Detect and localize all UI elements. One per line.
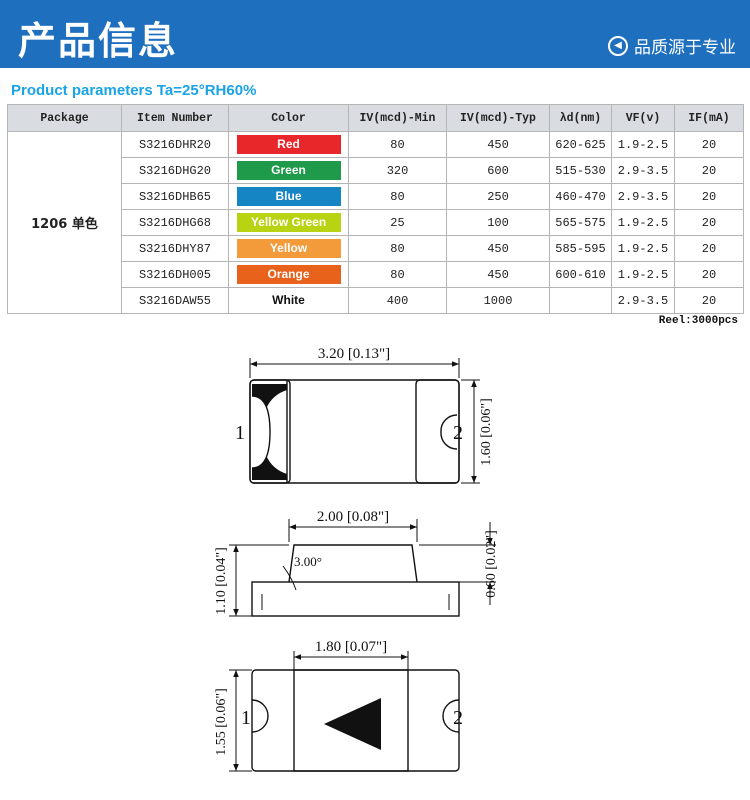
iv-min-cell: 25 xyxy=(348,209,447,236)
color-swatch: Yellow Green xyxy=(236,213,341,232)
color-cell: Yellow Green xyxy=(228,209,349,236)
color-cell: Red xyxy=(228,131,349,158)
spec-table: Package Item Number Color IV(mcd)-Min IV… xyxy=(7,104,744,314)
side-top-width-label: 2.00 [0.08"] xyxy=(317,509,389,525)
item-number-cell: S3216DHB65 xyxy=(121,183,229,210)
iv-typ-cell: 250 xyxy=(446,183,550,210)
if-cell: 20 xyxy=(674,235,744,262)
page-title: 产品信息 xyxy=(18,19,179,63)
polarity-triangle-icon xyxy=(324,698,381,750)
color-swatch: Red xyxy=(236,135,341,154)
col-header-package: Package xyxy=(7,104,122,132)
wavelength-cell: 600-610 xyxy=(549,261,612,288)
top-height-label: 1.60 [0.06"] xyxy=(479,398,494,466)
if-cell: 20 xyxy=(674,183,744,210)
vf-cell: 2.9-3.5 xyxy=(611,183,675,210)
top-pin1-label: 1 xyxy=(235,422,245,444)
color-cell: Green xyxy=(228,157,349,184)
wavelength-cell: 620-625 xyxy=(549,131,612,158)
col-header-wavelength: λd(nm) xyxy=(549,104,612,132)
color-cell: Orange xyxy=(228,261,349,288)
iv-min-cell: 80 xyxy=(348,131,447,158)
wavelength-cell: 585-595 xyxy=(549,235,612,262)
iv-min-cell: 80 xyxy=(348,261,447,288)
vf-cell: 2.9-3.5 xyxy=(611,287,675,314)
top-pin2-label: 2 xyxy=(453,422,463,444)
if-cell: 20 xyxy=(674,287,744,314)
side-view xyxy=(229,519,496,617)
chevron-left-circle-icon: ◀ xyxy=(608,35,628,56)
header-banner: 产品信息 ◀ 品质源于专业 xyxy=(0,0,750,68)
top-view xyxy=(249,358,480,484)
vf-cell: 1.9-2.5 xyxy=(611,209,675,236)
side-body-height-label: 0.60 [0.02"] xyxy=(484,530,499,598)
params-heading: Product parameters Ta=25°RH60% xyxy=(11,82,257,99)
item-number-cell: S3216DHG68 xyxy=(121,209,229,236)
col-header-color: Color xyxy=(228,104,349,132)
top-width-label: 3.20 [0.13"] xyxy=(318,346,390,362)
iv-min-cell: 320 xyxy=(348,157,447,184)
wavelength-cell: 515-530 xyxy=(549,157,612,184)
if-cell: 20 xyxy=(674,157,744,184)
col-header-vf: VF(v) xyxy=(611,104,675,132)
iv-typ-cell: 450 xyxy=(446,131,550,158)
bottom-width-label: 1.80 [0.07"] xyxy=(315,639,387,655)
iv-min-cell: 80 xyxy=(348,183,447,210)
if-cell: 20 xyxy=(674,131,744,158)
iv-typ-cell: 1000 xyxy=(446,287,550,314)
if-cell: 20 xyxy=(674,209,744,236)
color-cell: Blue xyxy=(228,183,349,210)
color-swatch: Orange xyxy=(236,265,341,284)
iv-typ-cell: 100 xyxy=(446,209,550,236)
table-header-row: Package Item Number Color IV(mcd)-Min IV… xyxy=(7,104,744,132)
color-cell: White xyxy=(228,287,349,314)
col-header-item: Item Number xyxy=(121,104,229,132)
angle-label: 3.00° xyxy=(294,554,322,569)
vf-cell: 1.9-2.5 xyxy=(611,235,675,262)
iv-min-cell: 80 xyxy=(348,235,447,262)
col-header-iv-min: IV(mcd)-Min xyxy=(348,104,447,132)
col-header-iv-typ: IV(mcd)-Typ xyxy=(446,104,550,132)
wavelength-cell: 460-470 xyxy=(549,183,612,210)
item-number-cell: S3216DHR20 xyxy=(121,131,229,158)
if-cell: 20 xyxy=(674,261,744,288)
vf-cell: 1.9-2.5 xyxy=(611,261,675,288)
vf-cell: 2.9-3.5 xyxy=(611,157,675,184)
reel-note: Reel:3000pcs xyxy=(658,315,738,327)
package-cell: 1206 单色 xyxy=(7,131,122,314)
col-header-if: IF(mA) xyxy=(674,104,744,132)
color-swatch: Green xyxy=(236,161,341,180)
bottom-pin2-label: 2 xyxy=(453,707,463,729)
vf-cell: 1.9-2.5 xyxy=(611,131,675,158)
color-cell: Yellow xyxy=(228,235,349,262)
color-swatch: White xyxy=(236,291,341,310)
iv-typ-cell: 600 xyxy=(446,157,550,184)
item-number-cell: S3216DHG20 xyxy=(121,157,229,184)
dimension-drawing: 3.20 [0.13"] 1 2 1.60 [0.06"] 2.00 [0.08… xyxy=(214,346,499,772)
item-number-cell: S3216DHY87 xyxy=(121,235,229,262)
color-swatch: Blue xyxy=(236,187,341,206)
iv-typ-cell: 450 xyxy=(446,235,550,262)
tagline-text: 品质源于专业 xyxy=(634,38,736,58)
bottom-height-label: 1.55 [0.06"] xyxy=(214,688,229,756)
item-number-cell: S3216DAW55 xyxy=(121,287,229,314)
item-number-cell: S3216DH005 xyxy=(121,261,229,288)
tagline: ◀ 品质源于专业 xyxy=(608,33,736,58)
side-total-height-label: 1.10 [0.04"] xyxy=(214,547,229,615)
wavelength-cell xyxy=(549,287,612,314)
color-swatch: Yellow xyxy=(236,239,341,258)
wavelength-cell: 565-575 xyxy=(549,209,612,236)
iv-min-cell: 400 xyxy=(348,287,447,314)
bottom-pin1-label: 1 xyxy=(241,707,251,729)
bottom-view xyxy=(229,651,460,772)
iv-typ-cell: 450 xyxy=(446,261,550,288)
